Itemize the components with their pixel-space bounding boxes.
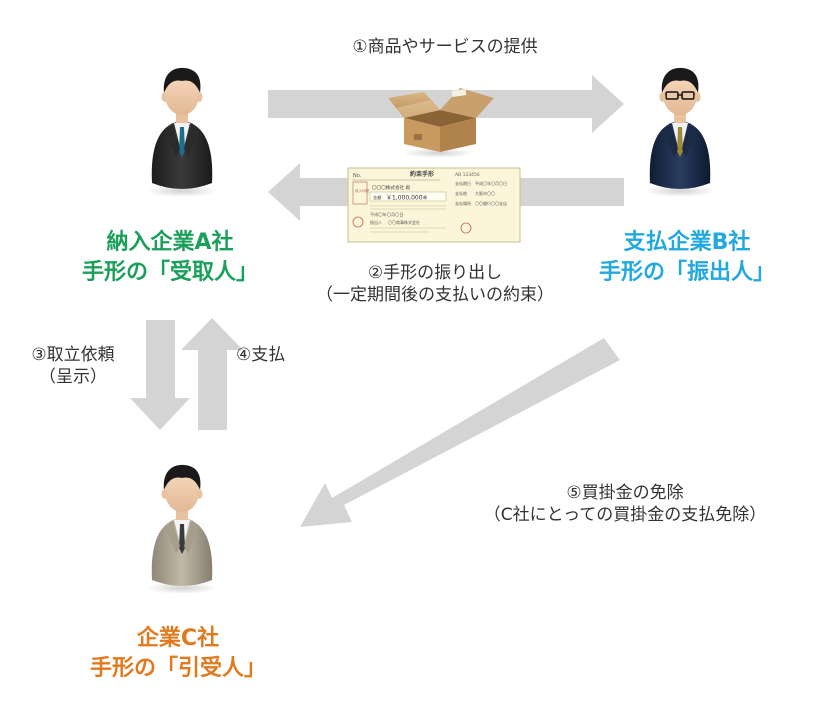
step-5-line1: ⑤買掛金の免除 xyxy=(566,483,684,503)
party-a-label: 納入企業A社 手形の「受取人」 xyxy=(70,228,270,288)
note-issuer-value: 〇〇商事株式会社 xyxy=(388,219,420,225)
note-amount: ￥1,000,000※ xyxy=(386,195,428,202)
party-b-name: 支払企業B社 xyxy=(623,230,751,255)
note-amount-label: 金額 xyxy=(373,194,382,201)
person-b-icon xyxy=(644,67,716,197)
step-3-label: ③取立依頼 （呈示） xyxy=(18,344,128,388)
step-3-line2: （呈示） xyxy=(39,367,107,387)
promissory-note: No. 約束手形 AB 123456 収入印紙 〇〇〇株式会社 殿 金額 ￥1,… xyxy=(347,167,521,243)
goods-box-icon xyxy=(388,88,494,158)
party-a-role: 手形の「受取人」 xyxy=(81,260,258,285)
person-c-icon xyxy=(146,464,218,594)
arrow-a-to-c xyxy=(130,320,190,430)
note-issue-date: 平成〇年〇月〇日 xyxy=(370,211,404,218)
step-2-line2: （一定期間後の支払いの約束） xyxy=(316,285,554,305)
arrow-c-to-a xyxy=(181,318,243,430)
note-no-label: No. xyxy=(353,173,362,179)
step-2-line1: ②手形の振り出し xyxy=(367,263,503,283)
note-stamp-label: 収入印紙 xyxy=(355,188,370,193)
note-title: 約束手形 xyxy=(410,170,434,178)
step-1-label: ①商品やサービスの提供 xyxy=(352,37,538,57)
note-payee: 〇〇〇株式会社 殿 xyxy=(372,184,411,191)
step-4-label: ④支払 xyxy=(236,345,286,365)
note-place-value: 大阪市〇〇 xyxy=(475,190,495,196)
note-serial: AB 123456 xyxy=(455,172,480,178)
party-b-role: 手形の「振出人」 xyxy=(598,260,775,285)
person-a-icon xyxy=(146,67,218,197)
note-due-label: 支払期日 xyxy=(455,180,471,186)
party-c-name: 企業C社 xyxy=(136,626,220,651)
party-a-name: 納入企業A社 xyxy=(106,230,234,255)
step-5-line2: （C社にとっての買掛金の支払免除） xyxy=(483,505,767,525)
step-5-label: ⑤買掛金の免除 （C社にとっての買掛金の支払免除） xyxy=(440,482,810,526)
arrow-b-to-c xyxy=(300,338,620,527)
note-bank-value: 〇〇銀行〇〇支店 xyxy=(475,200,507,206)
step-3-line1: ③取立依頼 xyxy=(31,345,115,365)
note-place-label: 支払地 xyxy=(455,190,467,196)
step-2-label: ②手形の振り出し （一定期間後の支払いの約束） xyxy=(280,262,590,306)
note-bank-label: 支払場所 xyxy=(455,200,471,206)
note-issuer-label: 振出人 xyxy=(370,219,382,225)
note-due-value: 平成〇年〇月〇日 xyxy=(475,180,507,186)
party-c-label: 企業C社 手形の「引受人」 xyxy=(78,624,278,684)
party-b-label: 支払企業B社 手形の「振出人」 xyxy=(582,228,792,288)
party-c-role: 手形の「引受人」 xyxy=(89,656,266,681)
